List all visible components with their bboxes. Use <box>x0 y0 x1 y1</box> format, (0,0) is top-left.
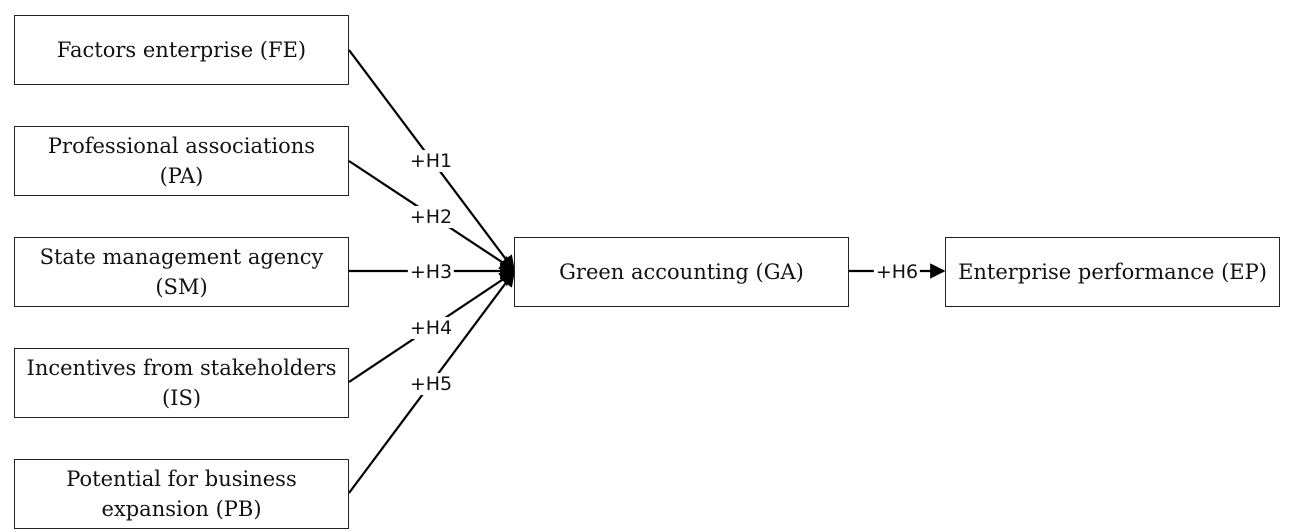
node-ga: Green accounting (GA) <box>514 237 849 307</box>
node-ga-label: Green accounting (GA) <box>559 260 804 284</box>
node-pa-label: Professional associations (PA) <box>47 134 316 188</box>
node-is: Incentives from stakeholders (IS) <box>14 348 349 418</box>
hypothesis-h3-label: +H3 <box>407 261 455 283</box>
node-fe: Factors enterprise (FE) <box>14 15 349 85</box>
hypothesis-h2-label: +H2 <box>407 206 455 228</box>
hypothesis-h4-label: +H4 <box>407 317 455 339</box>
node-is-label: Incentives from stakeholders (IS) <box>26 356 337 410</box>
node-pb-label: Potential for business expansion (PB) <box>66 467 297 521</box>
node-ep: Enterprise performance (EP) <box>945 237 1280 307</box>
hypothesis-h1-label: +H1 <box>407 150 455 172</box>
node-pa: Professional associations (PA) <box>14 126 349 196</box>
hypothesis-h5-label: +H5 <box>407 373 455 395</box>
node-pb: Potential for business expansion (PB) <box>14 459 349 529</box>
hypothesis-h6-label: +H6 <box>873 261 921 283</box>
node-fe-label: Factors enterprise (FE) <box>56 38 307 62</box>
node-sm: State management agency (SM) <box>14 237 349 307</box>
node-sm-label: State management agency (SM) <box>39 245 324 299</box>
node-ep-label: Enterprise performance (EP) <box>958 260 1267 284</box>
